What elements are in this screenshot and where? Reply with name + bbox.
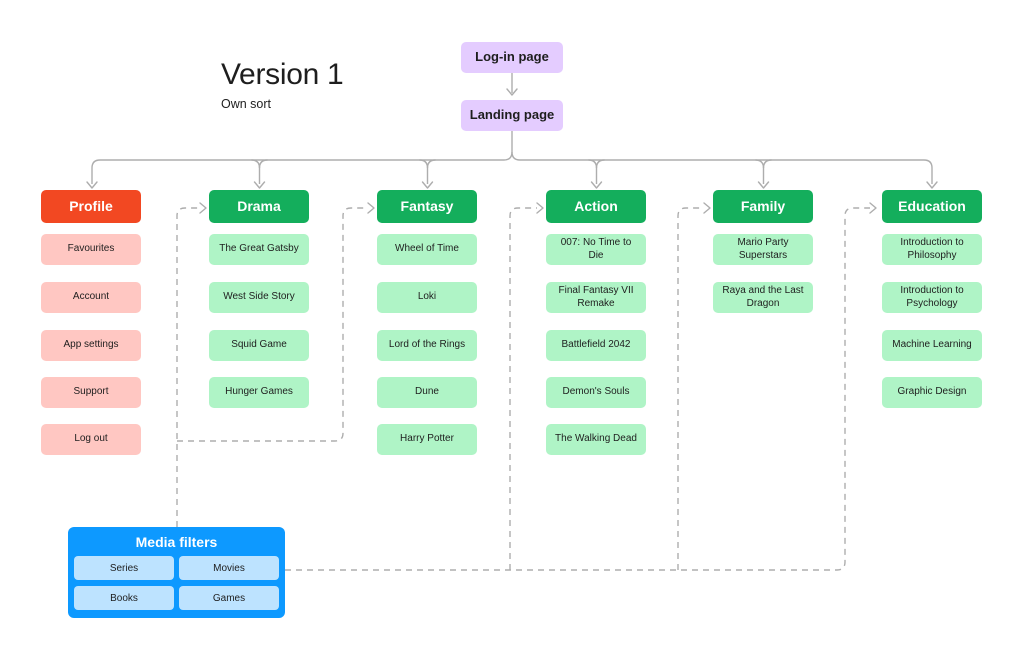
arrowhead-icon (536, 202, 544, 214)
fantasy-item[interactable]: Wheel of Time (377, 234, 477, 265)
item-label: Account (72, 291, 110, 303)
category-header-action[interactable]: Action (546, 190, 646, 223)
media-filters-grid: Series Movies Books Games (68, 556, 285, 610)
action-item[interactable]: Battlefield 2042 (546, 330, 646, 361)
item-label: Dune (415, 386, 439, 398)
profile-item-log-out[interactable]: Log out (41, 424, 141, 455)
category-label: Drama (237, 197, 281, 214)
action-item[interactable]: 007: No Time to Die (546, 234, 646, 265)
arrowhead-icon (869, 202, 877, 214)
category-header-education[interactable]: Education (882, 190, 982, 223)
action-item[interactable]: The Walking Dead (546, 424, 646, 455)
filter-label: Books (110, 592, 138, 604)
profile-item-app-settings[interactable]: App settings (41, 330, 141, 361)
category-label: Family (740, 197, 786, 214)
drama-item[interactable]: Squid Game (209, 330, 309, 361)
fantasy-item[interactable]: Lord of the Rings (377, 330, 477, 361)
drama-item[interactable]: West Side Story (209, 282, 309, 313)
media-filter-series-button[interactable]: Series (74, 556, 174, 580)
category-label: Profile (69, 197, 113, 214)
item-label: Lord of the Rings (388, 339, 466, 351)
item-label: Harry Potter (400, 433, 454, 445)
media-to-drama-line (176, 207, 200, 527)
item-label: The Walking Dead (555, 433, 637, 445)
title-block: Version 1 Own sort (221, 58, 344, 111)
item-label: Graphic Design (897, 386, 967, 398)
page-subtitle: Own sort (221, 97, 272, 111)
login-page-label: Log-in page (475, 49, 549, 65)
page-title: Version 1 (221, 58, 344, 91)
education-item[interactable]: Introduction to Philosophy (882, 234, 982, 265)
item-label: Machine Learning (892, 339, 972, 351)
item-label: Loki (417, 291, 437, 303)
item-label: Wheel of Time (395, 243, 459, 255)
arrowhead-icon (199, 202, 207, 214)
item-label: Hunger Games (225, 386, 293, 398)
item-label: West Side Story (223, 291, 295, 303)
landing-page-label: Landing page (469, 107, 555, 123)
media-filter-movies-button[interactable]: Movies (179, 556, 279, 580)
filter-label: Series (109, 562, 139, 574)
profile-item-support[interactable]: Support (41, 377, 141, 408)
landing-page-node[interactable]: Landing page (461, 100, 563, 131)
arrowhead-icon (926, 181, 938, 189)
item-label: Introduction to Psychology (900, 285, 964, 309)
category-label: Education (898, 197, 966, 214)
item-label: Mario Party Superstars (737, 237, 789, 261)
media-filters-title: Media filters (135, 533, 218, 550)
media-to-family-line (677, 207, 704, 570)
family-item[interactable]: Mario Party Superstars (713, 234, 813, 265)
fantasy-item[interactable]: Loki (377, 282, 477, 313)
category-header-profile[interactable]: Profile (41, 190, 141, 223)
arrowhead-icon (253, 181, 266, 189)
profile-item-account[interactable]: Account (41, 282, 141, 313)
education-item[interactable]: Machine Learning (882, 330, 982, 361)
arrowhead-icon (590, 181, 603, 189)
family-item[interactable]: Raya and the Last Dragon (713, 282, 813, 313)
profile-item-favourites[interactable]: Favourites (41, 234, 141, 265)
category-label: Action (574, 197, 618, 214)
drama-item[interactable]: The Great Gatsby (209, 234, 309, 265)
fantasy-item[interactable]: Harry Potter (377, 424, 477, 455)
item-label: Squid Game (231, 339, 287, 351)
login-page-node[interactable]: Log-in page (461, 42, 563, 73)
item-label: App settings (63, 339, 119, 351)
education-item[interactable]: Graphic Design (882, 377, 982, 408)
arrowhead-icon (757, 181, 770, 189)
media-filter-games-button[interactable]: Games (179, 586, 279, 610)
arrowhead-icon (367, 202, 375, 214)
category-header-fantasy[interactable]: Fantasy (377, 190, 477, 223)
category-header-drama[interactable]: Drama (209, 190, 309, 223)
education-item[interactable]: Introduction to Psychology (882, 282, 982, 313)
fantasy-item[interactable]: Dune (377, 377, 477, 408)
item-label: 007: No Time to Die (560, 237, 632, 261)
media-to-action-line (509, 207, 537, 570)
item-label: Final Fantasy VII Remake (558, 285, 634, 309)
category-header-family[interactable]: Family (713, 190, 813, 223)
action-item[interactable]: Final Fantasy VII Remake (546, 282, 646, 313)
filter-label: Movies (213, 562, 245, 574)
action-item[interactable]: Demon's Souls (546, 377, 646, 408)
arrowhead-icon (421, 181, 434, 189)
item-label: Demon's Souls (562, 386, 630, 398)
item-label: Raya and the Last Dragon (722, 285, 804, 309)
item-label: Support (73, 386, 109, 398)
spine-left (91, 159, 504, 184)
arrowhead-icon (506, 88, 518, 96)
filter-label: Games (212, 592, 246, 604)
item-label: Favourites (67, 243, 115, 255)
media-filter-books-button[interactable]: Books (74, 586, 174, 610)
item-label: Battlefield 2042 (561, 339, 631, 351)
drama-item[interactable]: Hunger Games (209, 377, 309, 408)
arrowhead-icon (703, 202, 711, 214)
media-filters-panel[interactable]: Media filters Series Movies Books Games (68, 527, 285, 618)
arrowhead-icon (86, 181, 98, 189)
category-label: Fantasy (400, 197, 454, 214)
item-label: Introduction to Philosophy (900, 237, 964, 261)
item-label: Log out (74, 433, 108, 445)
item-label: The Great Gatsby (219, 243, 299, 255)
spine-right (520, 159, 933, 184)
